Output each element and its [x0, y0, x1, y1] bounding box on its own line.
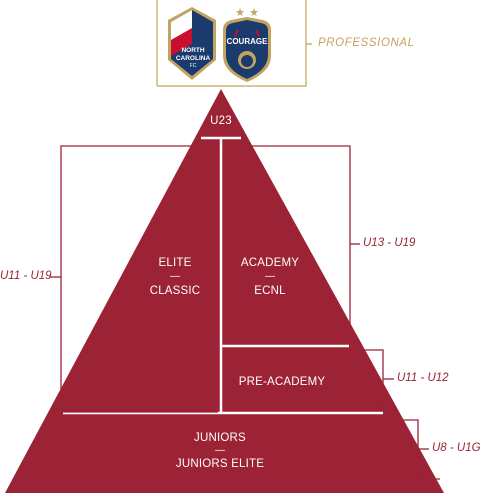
nc-courage-crest-icon: ★ ★ COURAGE: [223, 6, 271, 82]
bracket-right-top-label: U13 - U19: [363, 237, 416, 249]
age-brackets: [49, 145, 440, 480]
logo-box-outline: [156, 0, 312, 87]
svg-text:★: ★: [235, 6, 245, 19]
nc-fc-crest-icon: NORTH CAROLINA FC: [168, 7, 216, 80]
tier-juniors-elite-label: JUNIORS ELITE: [175, 458, 265, 470]
svg-text:★: ★: [249, 6, 259, 19]
tier-juniors-label: JUNIORS: [194, 432, 246, 444]
tier-academy-label: ACADEMY: [240, 257, 300, 269]
bracket-left-label: U11 - U19: [0, 270, 52, 282]
tier-elite-separator: —: [170, 271, 180, 282]
tier-u23-label: U23: [210, 115, 232, 127]
tier-ecnl-label: ECNL: [254, 285, 286, 297]
bracket-right-middle-label: U11 - U12: [397, 372, 449, 384]
svg-text:COURAGE: COURAGE: [227, 37, 269, 46]
tier-academy-separator: —: [265, 271, 275, 282]
professional-label: PROFESSIONAL: [318, 37, 415, 49]
tier-juniors-separator: —: [215, 445, 225, 456]
svg-text:NORTH: NORTH: [181, 47, 204, 54]
svg-text:CAROLINA: CAROLINA: [176, 55, 211, 62]
tier-classic-label: CLASSIC: [149, 285, 201, 297]
tier-pre-academy-label: PRE-ACADEMY: [238, 376, 326, 388]
pyramid-shape: [5, 89, 444, 493]
tier-dividers: [63, 136, 383, 415]
svg-text:FC: FC: [190, 63, 197, 69]
bracket-right-bottom-label: U8 - U1G: [432, 442, 481, 454]
tier-elite-label: ELITE: [158, 257, 192, 269]
